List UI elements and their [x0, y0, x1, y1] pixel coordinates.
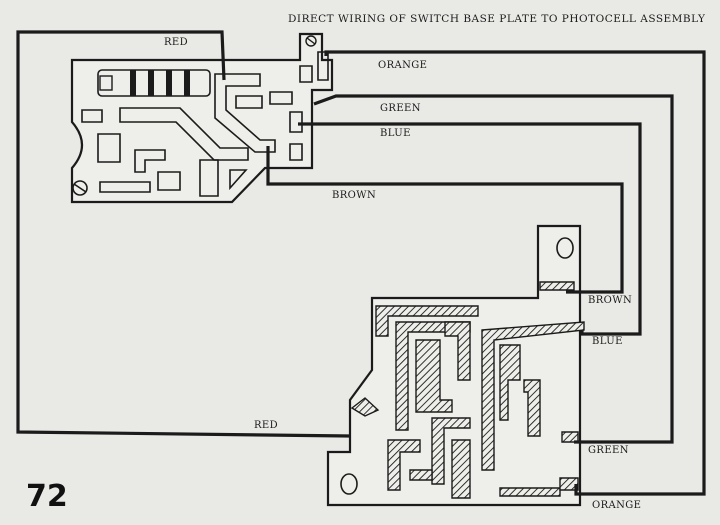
label-red-top: RED: [164, 37, 188, 48]
label-green-top: GREEN: [380, 103, 421, 114]
label-blue-bottom: BLUE: [592, 336, 623, 347]
brown-wire: [266, 146, 624, 294]
wires: [16, 30, 706, 496]
label-orange-top: ORANGE: [378, 60, 427, 71]
diagram-title: DIRECT WIRING OF SWITCH BASE PLATE TO PH…: [288, 13, 706, 25]
label-green-bottom: GREEN: [588, 445, 629, 456]
photocell-assembly: [326, 224, 585, 507]
red-wire: [16, 30, 351, 438]
label-blue-top: BLUE: [380, 128, 411, 139]
orange-wire: [324, 50, 706, 496]
blue-wire: [298, 122, 642, 336]
switch-base-plate: [70, 32, 334, 204]
label-orange-bottom: ORANGE: [592, 500, 641, 511]
label-brown-top: BROWN: [332, 190, 376, 201]
page-number: 72: [26, 479, 68, 514]
label-red-bottom: RED: [254, 420, 278, 431]
label-brown-bottom: BROWN: [588, 295, 632, 306]
green-wire: [313, 94, 674, 444]
